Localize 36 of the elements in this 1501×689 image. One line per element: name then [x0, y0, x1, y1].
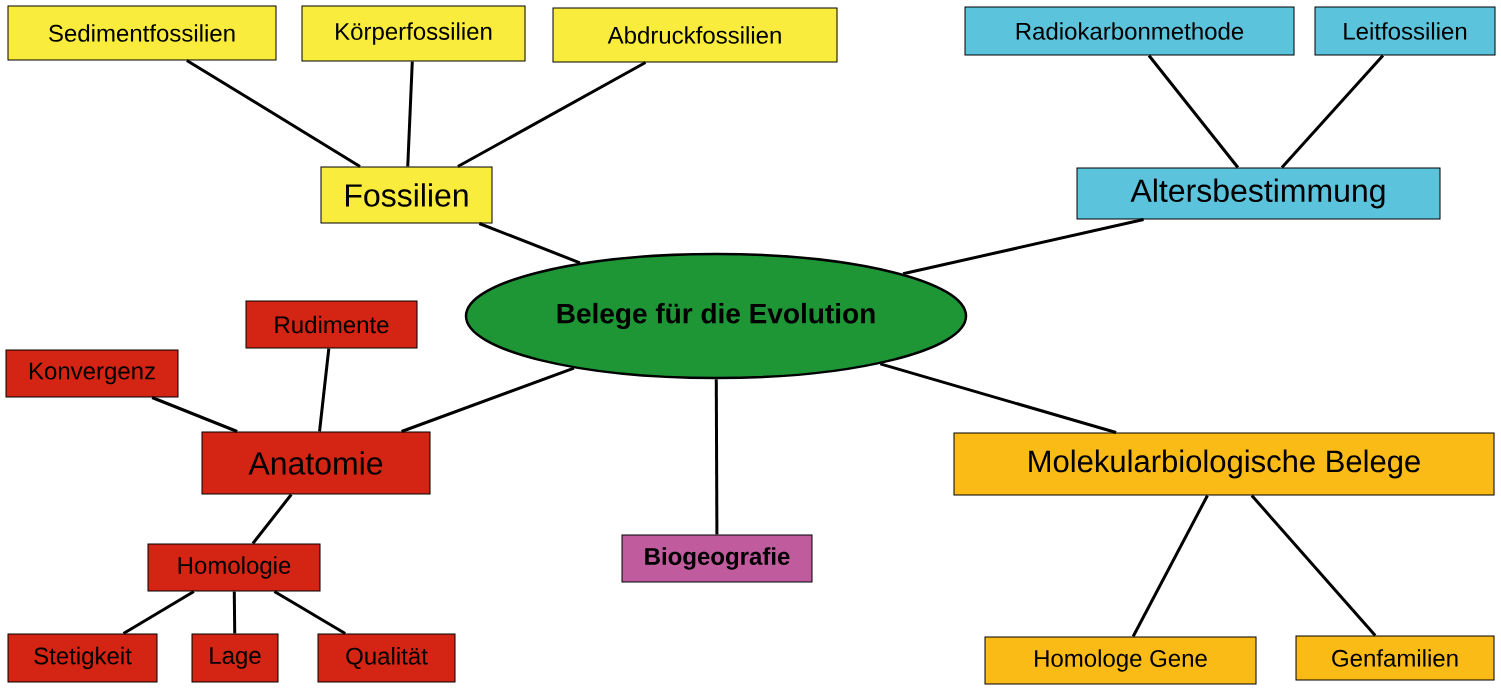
connector-line: [151, 396, 238, 433]
connector-line: [186, 59, 361, 168]
connector-line: [902, 218, 1144, 276]
subtopic-box: Abdruckfossilien: [552, 7, 838, 63]
subtopic-box: Konvergenz: [5, 349, 179, 398]
connector-line: [879, 362, 1117, 434]
topic-box: Molekularbiologische Belege: [953, 432, 1495, 496]
subtopic-box: Homologe Gene: [984, 636, 1257, 685]
connector-line: [232, 591, 237, 634]
subtopic-box: Sedimentfossilien: [7, 5, 277, 61]
subtopic-box: Qualität: [317, 633, 456, 683]
connector-line: [1280, 54, 1385, 169]
connector-line: [1147, 54, 1240, 169]
subtopic-box: Homologie: [147, 543, 321, 592]
subtopic-box: Leitfossilien: [1314, 6, 1496, 56]
subtopic-box: Lage: [191, 633, 279, 683]
connector-line: [122, 590, 195, 635]
connector-line: [406, 61, 414, 167]
connector-line: [1250, 494, 1377, 637]
connector-line: [1131, 494, 1209, 638]
connector-line: [251, 493, 293, 545]
connector-line: [273, 590, 346, 635]
subtopic-box: Rudimente: [245, 300, 418, 349]
topic-box: Fossilien: [320, 166, 493, 224]
subtopic-box: Körperfossilien: [301, 5, 526, 62]
connector-line: [318, 348, 331, 432]
connector-line: [457, 61, 647, 168]
subtopic-box: Radiokarbonmethode: [964, 6, 1295, 56]
topic-box: Anatomie: [201, 431, 431, 495]
topic-box: Altersbestimmung: [1076, 167, 1441, 220]
subtopic-box: Genfamilien: [1295, 635, 1495, 681]
topic-box: Biogeografie: [621, 534, 813, 583]
connector-line: [714, 379, 719, 535]
connector-line: [478, 222, 581, 265]
subtopic-box: Stetigkeit: [7, 633, 158, 683]
connector-line: [401, 366, 575, 433]
